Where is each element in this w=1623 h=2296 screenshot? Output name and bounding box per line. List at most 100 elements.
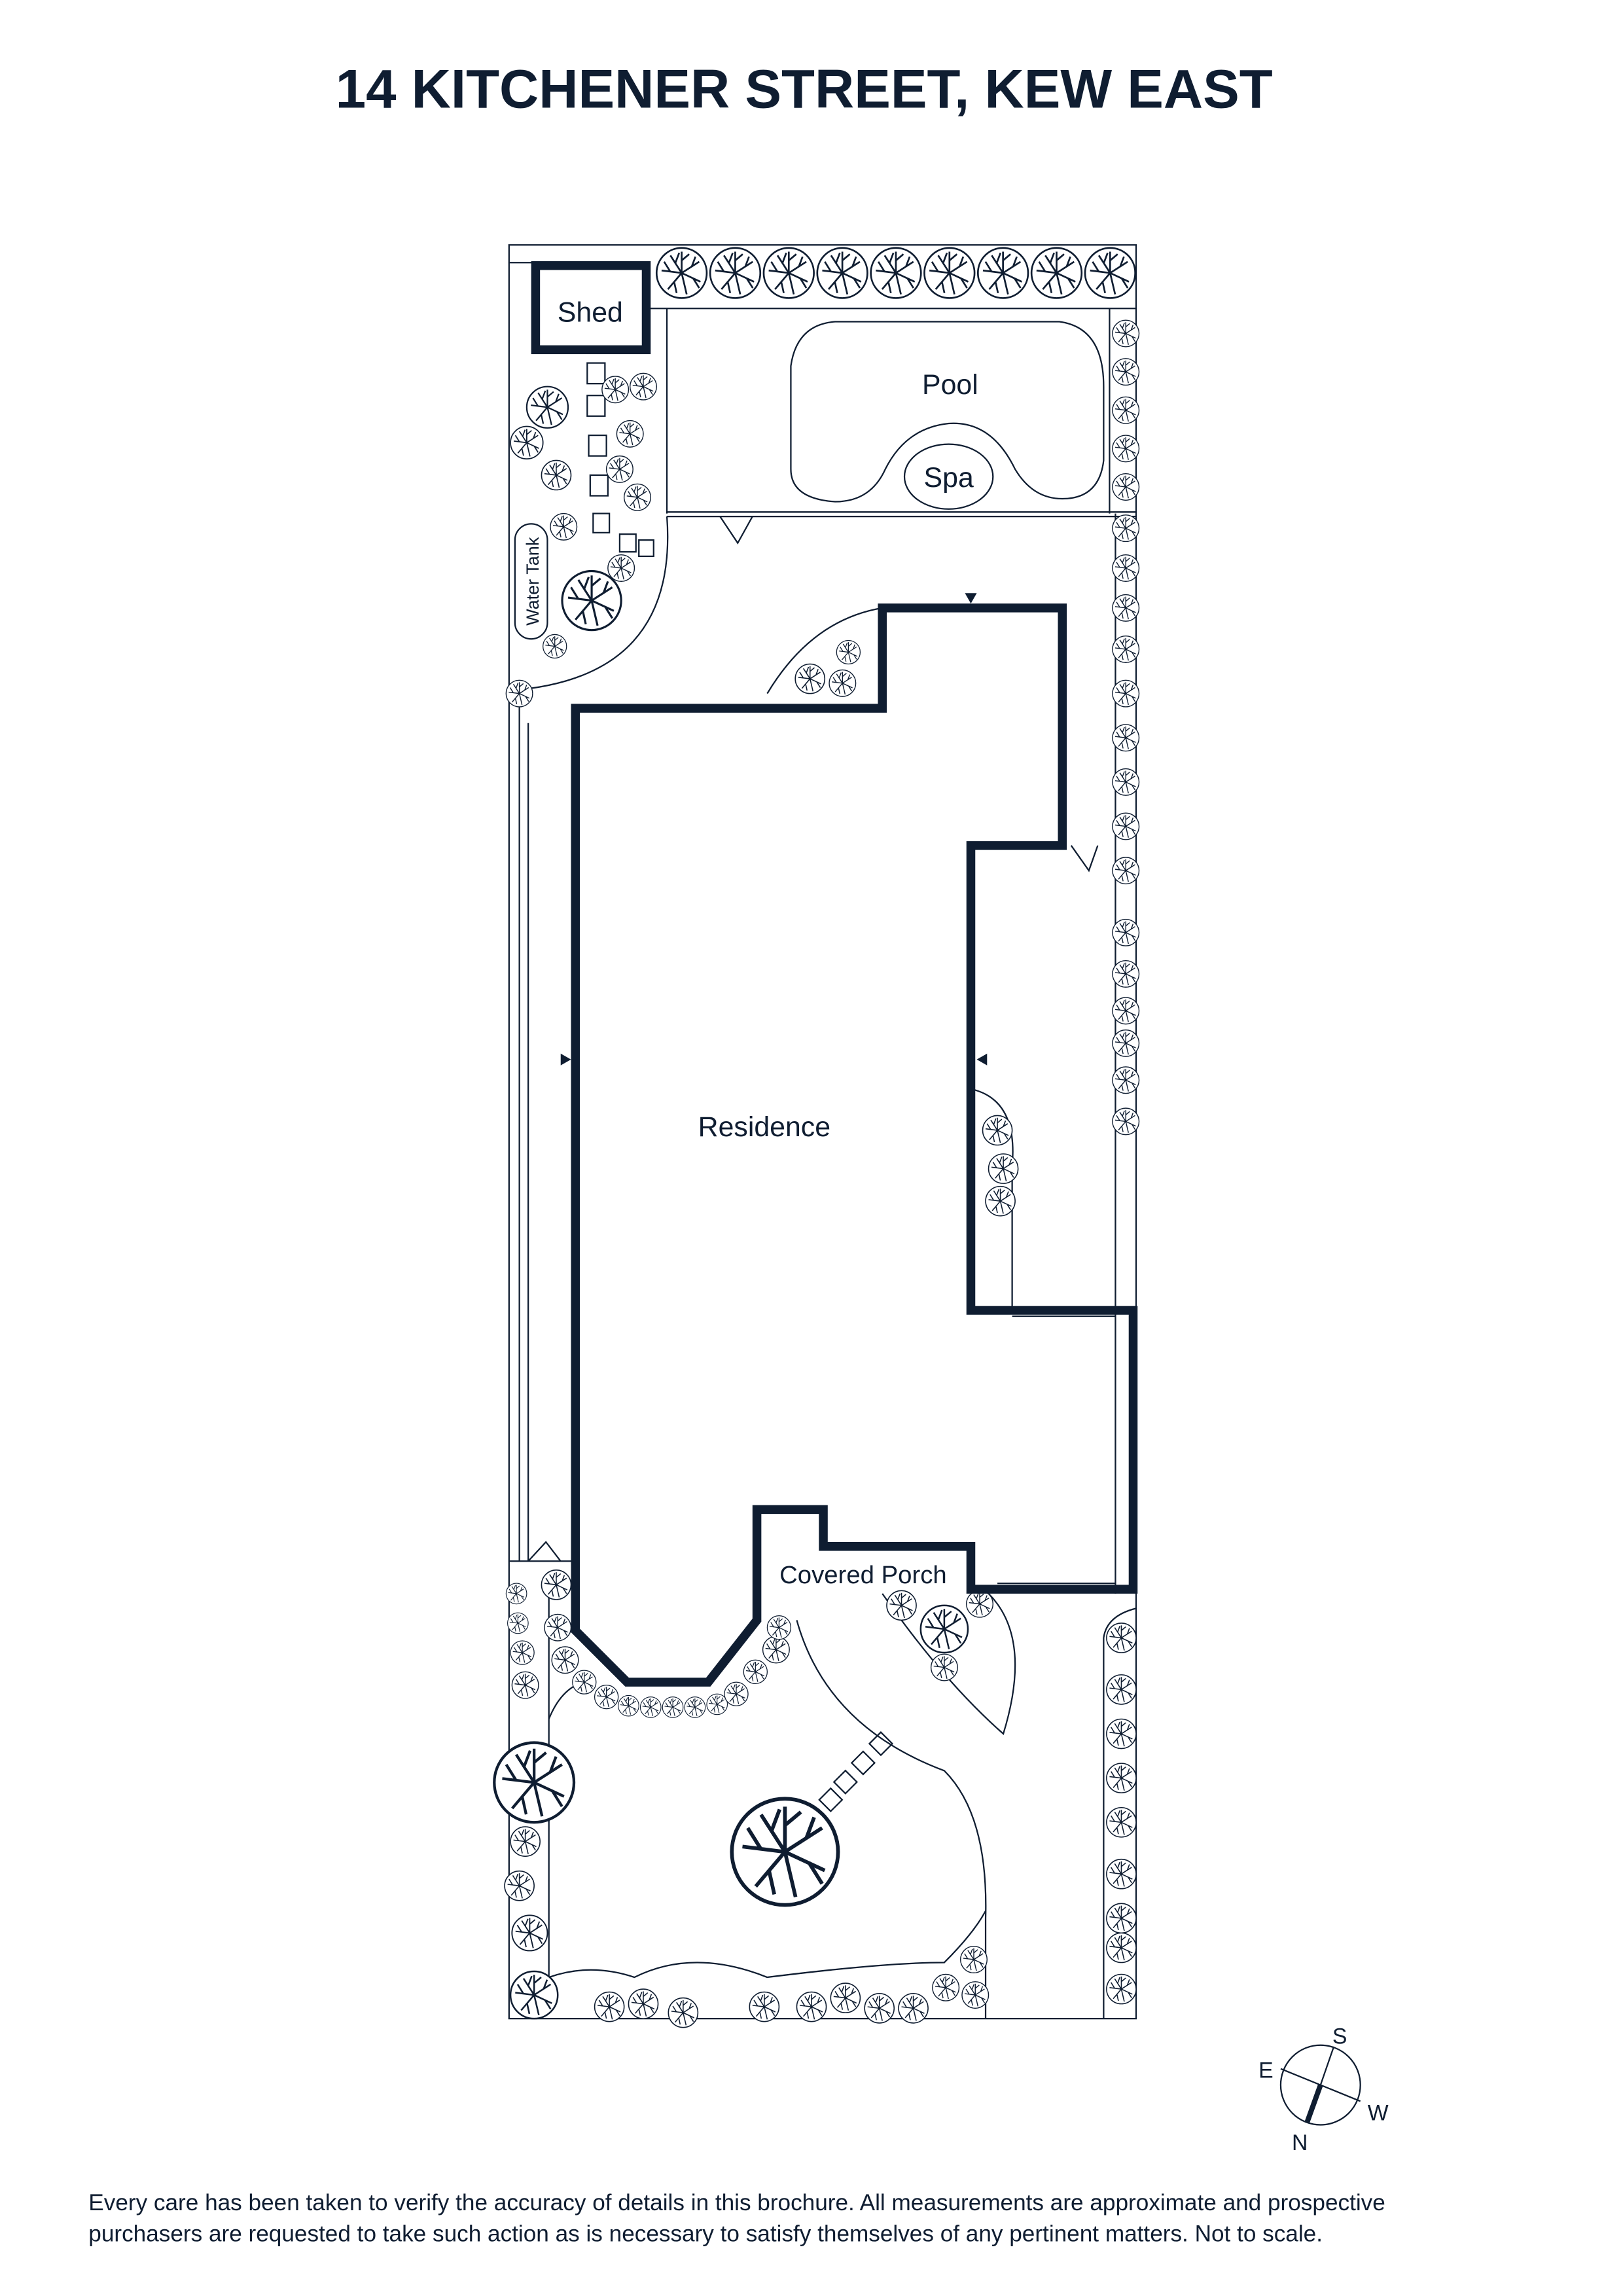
tree-icon: [550, 512, 578, 541]
tree-icon: [762, 1636, 790, 1664]
compass-w: W: [1368, 2101, 1389, 2126]
tree-icon: [749, 1991, 780, 2022]
entry-arrow-icon: [965, 593, 977, 604]
compass-n: N: [1292, 2130, 1308, 2155]
tree-icon: [1106, 1903, 1137, 1934]
tree-icon: [1112, 435, 1140, 463]
tree-icon: [1112, 812, 1140, 840]
tree-icon: [543, 634, 567, 659]
disclaimer-line-2: purchasers are requested to take such ac…: [88, 2221, 1323, 2247]
entry-arrow-icon: [976, 1053, 988, 1066]
compass-s: S: [1332, 2024, 1347, 2049]
tree-icon: [932, 1973, 960, 2001]
tree-icon: [706, 1693, 728, 1715]
tree-icon: [1084, 247, 1136, 299]
tree-icon: [628, 1988, 659, 2019]
residence-label: Residence: [698, 1111, 830, 1143]
compass: S E W N: [1258, 2024, 1389, 2155]
tree-icon: [830, 1982, 861, 2013]
tree-icon: [594, 1991, 625, 2022]
tree-icon: [507, 1612, 529, 1634]
property-boundary: [508, 244, 1137, 2020]
tree-icon: [655, 247, 708, 299]
tree-icon: [668, 1997, 699, 2028]
tree-icon: [505, 679, 533, 708]
shed-structure: [531, 261, 651, 355]
tree-icon: [541, 1569, 572, 1600]
tree-icon: [1106, 1973, 1137, 2005]
tree-icon: [1112, 635, 1140, 663]
tree-icon: [1106, 1674, 1137, 1705]
tree-icon: [618, 1695, 639, 1717]
water-tank: [514, 523, 548, 640]
shed-label: Shed: [558, 296, 623, 328]
tree-icon: [1112, 1029, 1140, 1057]
tree-icon: [864, 1993, 895, 2024]
tree-icon: [796, 1991, 827, 2022]
tree-icon: [1112, 679, 1140, 708]
tree-icon: [1112, 358, 1140, 386]
entry-arrow-icon: [560, 1053, 571, 1066]
tree-icon: [509, 1970, 559, 2020]
tree-icon: [605, 455, 633, 483]
tree-icon: [544, 1613, 572, 1641]
tree-icon: [724, 1681, 749, 1706]
tree-icon: [982, 1115, 1013, 1146]
tree-icon: [988, 1153, 1019, 1184]
tree-icon: [836, 639, 861, 665]
tree-icon: [511, 1914, 548, 1952]
tree-icon: [1030, 247, 1083, 299]
tree-icon: [886, 1590, 917, 1621]
tree-icon: [930, 1653, 958, 1681]
tree-icon: [959, 1945, 988, 1973]
tree-icon: [961, 1981, 990, 2009]
tree-icon: [898, 1993, 929, 2024]
north-arrow-icon: [1304, 2084, 1323, 2123]
tree-icon: [494, 1743, 574, 1823]
tree-icon: [743, 1659, 768, 1685]
pool-outline: [790, 321, 1105, 503]
tree-icon: [732, 1799, 838, 1905]
tree-icon: [1112, 997, 1140, 1025]
tree-icon: [616, 420, 644, 448]
tree-icon: [561, 569, 622, 632]
tree-icon: [1106, 1623, 1137, 1653]
tree-icon: [601, 376, 630, 404]
tree-icon: [623, 483, 651, 511]
tree-icon: [1106, 1763, 1137, 1794]
tree-icon: [966, 1590, 994, 1618]
pool-label: Pool: [922, 369, 978, 401]
tree-icon: [551, 1646, 579, 1674]
residence-outline: [571, 603, 1138, 1687]
tree-icon: [639, 1696, 662, 1718]
tree-icon: [1112, 594, 1140, 622]
pool-gate-door: [719, 516, 753, 545]
tree-icon: [1112, 724, 1140, 752]
tree-icon: [504, 1870, 535, 1901]
tree-icon: [684, 1696, 706, 1718]
tree-icon: [766, 1615, 792, 1640]
spa-outline: [903, 443, 994, 510]
tree-icon: [816, 247, 868, 299]
tree-icon: [1106, 1932, 1137, 1964]
tree-icon: [1112, 514, 1140, 543]
spa-label: Spa: [924, 462, 974, 493]
tree-icon: [923, 247, 976, 299]
tree-icon: [919, 1604, 969, 1654]
tree-icon: [607, 554, 635, 582]
water-tank-label: Water Tank: [523, 537, 543, 626]
tree-icon: [1112, 1107, 1140, 1136]
tree-icon: [572, 1670, 597, 1695]
tree-icon: [511, 1671, 539, 1699]
tree-icon: [1112, 768, 1140, 796]
tree-icon: [1112, 857, 1140, 885]
tree-icon: [1106, 1806, 1137, 1838]
tree-icon: [829, 669, 857, 697]
tree-icon: [1106, 1858, 1137, 1890]
tree-icon: [629, 372, 657, 401]
tree-icon: [1106, 1718, 1137, 1749]
page-title: 14 KITCHENER STREET, KEW EAST: [336, 58, 1273, 120]
tree-icon: [1112, 396, 1140, 424]
tree-icon: [541, 459, 572, 491]
